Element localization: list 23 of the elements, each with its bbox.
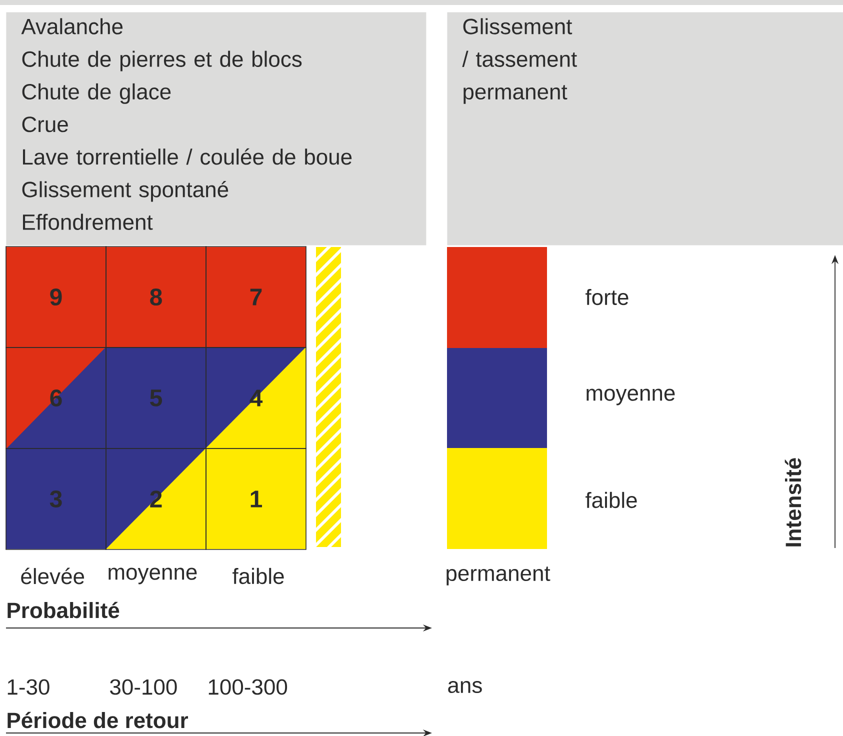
matrix-cell: 3 bbox=[6, 448, 106, 550]
axis-title: Intensité bbox=[784, 458, 802, 546]
matrix-cell: 7 bbox=[206, 246, 306, 348]
axis-label: permanent bbox=[446, 566, 550, 586]
axis-label: ans bbox=[448, 680, 482, 694]
matrix-cell: 5 bbox=[106, 347, 206, 449]
axis-title: Période de retour bbox=[8, 712, 188, 728]
hazard-panel: Avalanche Chute de pierres et de blocs Chute de glace Crue Lave torrentielle / coulée de boue Glissement spontané Effondrement bbox=[6, 12, 426, 246]
axis-label: moyenne bbox=[108, 568, 197, 584]
hatched-bar bbox=[316, 247, 341, 547]
matrix-cell: 8 bbox=[106, 246, 206, 348]
axis-label: 100-300 bbox=[208, 679, 288, 695]
axis-label: 1-30 bbox=[8, 679, 50, 695]
matrix-cell: 9 bbox=[6, 246, 106, 348]
axis-label: faible bbox=[232, 568, 284, 584]
legend-label: moyenne bbox=[586, 388, 675, 406]
legend-label: forte bbox=[586, 288, 628, 306]
axis-label: élevée bbox=[21, 568, 84, 584]
axis-label: 30-100 bbox=[110, 679, 177, 695]
hazard-panel: Glissement / tassement permanent bbox=[447, 12, 843, 246]
legend-label: faible bbox=[586, 492, 637, 508]
matrix-cell: 1 bbox=[206, 448, 306, 550]
axis-title: Probabilité bbox=[8, 602, 120, 618]
